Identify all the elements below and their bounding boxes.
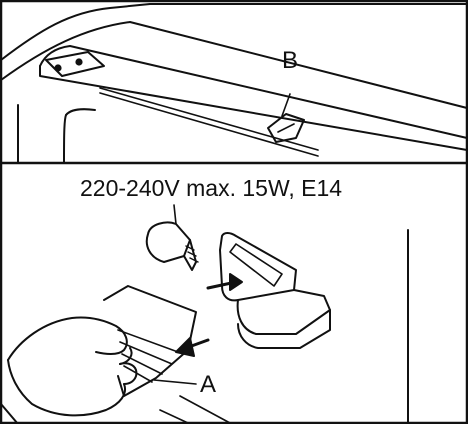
shelf-line-2	[159, 409, 189, 424]
ceiling-lower-edge	[39, 65, 468, 151]
callout-line-b	[281, 93, 291, 117]
ceiling-groove	[99, 87, 319, 151]
bulb-spec-label: 220-240V max. 15W, E14	[80, 175, 342, 201]
arrow-insert-head	[229, 273, 243, 291]
hand-thumb	[7, 316, 128, 361]
hand-wrist-line	[0, 403, 19, 424]
screw-left	[54, 64, 62, 72]
hand-finger-2	[119, 347, 133, 365]
inner-wall-top	[65, 108, 96, 116]
bulb-base	[183, 239, 197, 271]
inner-wall-curve	[63, 114, 67, 164]
ceiling-front-edge	[39, 45, 468, 139]
cabinet-top-edge	[0, 3, 468, 61]
bulb-thread	[185, 245, 199, 263]
bottom-panel-drawing	[0, 204, 409, 424]
diffuser-rib-3	[121, 353, 163, 375]
diffuser-rib-4	[123, 365, 153, 383]
switch-detail	[277, 123, 295, 133]
lamp-cover-body	[236, 289, 331, 335]
callout-line-spec	[173, 204, 177, 225]
top-panel-drawing	[0, 3, 468, 164]
callout-line-a	[153, 379, 197, 385]
shelf-line-1	[179, 395, 231, 424]
socket-window	[229, 243, 283, 287]
hand-finger-1	[119, 362, 138, 385]
diffuser-rib-2	[119, 341, 173, 365]
light-bulb	[145, 221, 191, 263]
arrow-pull-head	[175, 337, 195, 357]
lamp-socket	[219, 232, 297, 302]
screw-right	[75, 58, 83, 66]
diffuser-rib-1	[117, 329, 179, 353]
label-b: B	[282, 47, 298, 74]
mounting-plate	[45, 51, 105, 77]
hand-palm	[7, 359, 126, 417]
ceiling-groove-2	[99, 92, 319, 157]
lamp-cover-bottom	[237, 309, 331, 349]
door-switch	[267, 113, 305, 143]
label-a: A	[200, 371, 216, 398]
cabinet-inner-edge	[0, 21, 468, 109]
